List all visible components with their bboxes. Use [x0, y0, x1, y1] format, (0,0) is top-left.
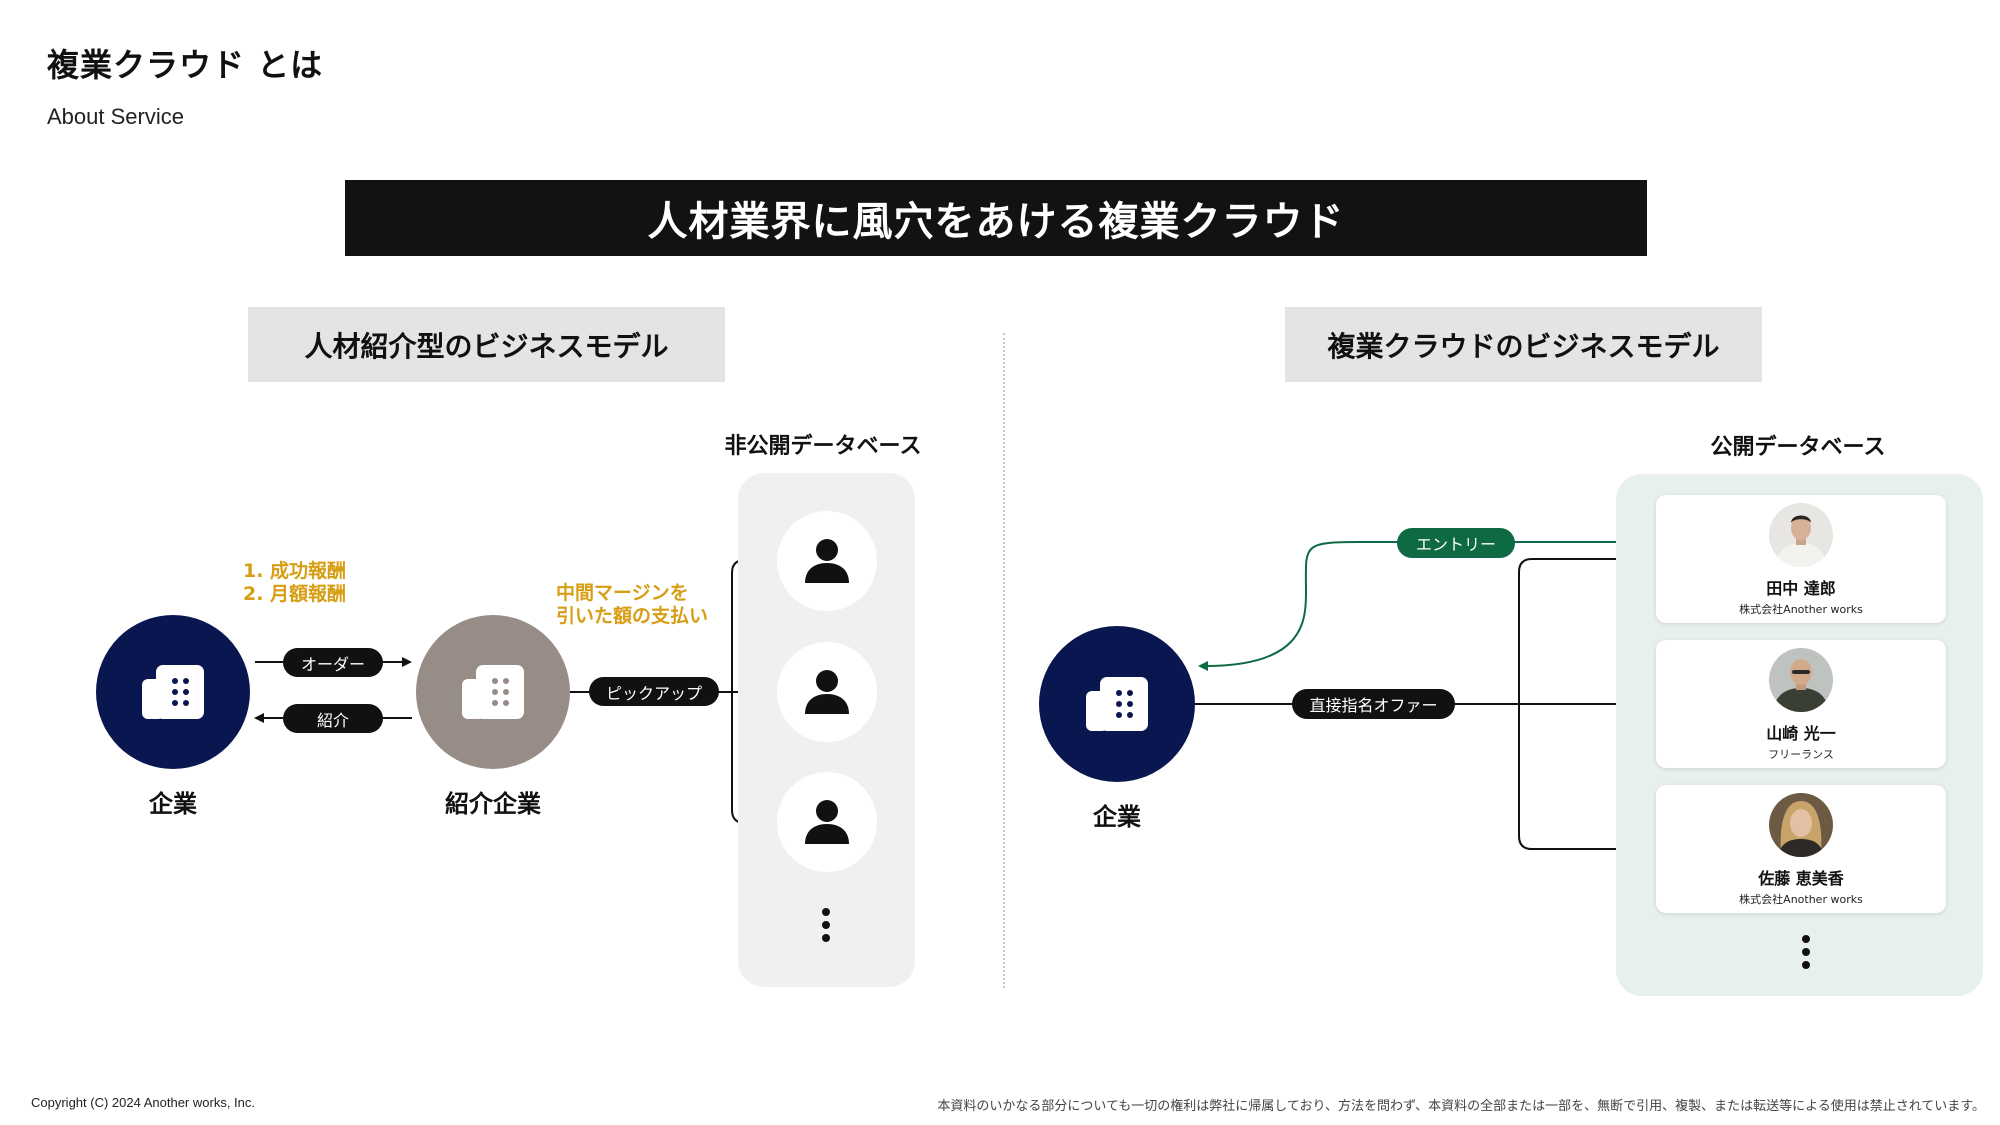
vertical-ellipsis-icon	[818, 908, 834, 947]
candidate-2	[777, 642, 877, 742]
intro-pill: 紹介	[283, 704, 383, 733]
margin-note: 中間マージンを 引いた額の支払い	[556, 582, 709, 627]
profile-company: フリーランス	[1768, 748, 1834, 761]
person-icon	[805, 800, 849, 844]
company-label-right: 企業	[1093, 803, 1141, 831]
building-icon	[142, 665, 204, 719]
company-node-left	[96, 615, 250, 769]
building-icon	[462, 665, 524, 719]
entry-curve	[1198, 541, 1652, 671]
profile-name: 山崎 光一	[1766, 724, 1836, 743]
copyright: Copyright (C) 2024 Another works, Inc.	[31, 1095, 255, 1110]
public-db-label: 公開データベース	[1710, 435, 1886, 460]
page-subtitle: About Service	[47, 104, 184, 129]
person-icon	[805, 539, 849, 583]
offer-branch-top	[1518, 554, 1654, 704]
right-section-title: 複業クラウドのビジネスモデル	[1285, 307, 1762, 382]
profile-company: 株式会社Another works	[1739, 603, 1863, 616]
profile-card: 山崎 光一 フリーランス	[1656, 640, 1946, 768]
company-node-right	[1039, 626, 1195, 782]
profile-company: 株式会社Another works	[1739, 893, 1863, 906]
center-divider	[1003, 333, 1005, 988]
avatar	[1769, 503, 1833, 567]
banner: 人材業界に風穴をあける複業クラウド	[345, 180, 1647, 256]
order-pill: オーダー	[283, 648, 383, 677]
offer-pill: 直接指名オファー	[1292, 689, 1455, 719]
left-section-title: 人材紹介型のビジネスモデル	[248, 307, 725, 382]
entry-pill: エントリー	[1397, 528, 1515, 558]
profile-name: 佐藤 恵美香	[1758, 869, 1844, 888]
offer-branch-bottom	[1518, 704, 1654, 854]
profile-card: 田中 達郎 株式会社Another works	[1656, 495, 1946, 623]
candidate-3	[777, 772, 877, 872]
agency-node	[416, 615, 570, 769]
profile-name: 田中 達郎	[1766, 579, 1836, 598]
candidate-1	[777, 511, 877, 611]
page-title: 複業クラウド とは	[47, 46, 324, 84]
agency-label: 紹介企業	[445, 790, 541, 818]
person-icon	[805, 670, 849, 714]
legal-notice: 本資料のいかなる部分についても一切の権利は弊社に帰属しており、方法を問わず、本資…	[937, 1099, 1985, 1114]
private-database	[738, 473, 915, 987]
private-db-label: 非公開データベース	[724, 434, 922, 459]
avatar	[1769, 648, 1833, 712]
profile-card: 佐藤 恵美香 株式会社Another works	[1656, 785, 1946, 913]
building-icon	[1086, 677, 1148, 731]
vertical-ellipsis-icon	[1798, 935, 1814, 974]
pickup-pill: ピックアップ	[589, 677, 719, 706]
fee-note: 1. 成功報酬 2. 月額報酬	[243, 560, 347, 605]
company-label-left: 企業	[149, 790, 197, 818]
avatar	[1769, 793, 1833, 857]
